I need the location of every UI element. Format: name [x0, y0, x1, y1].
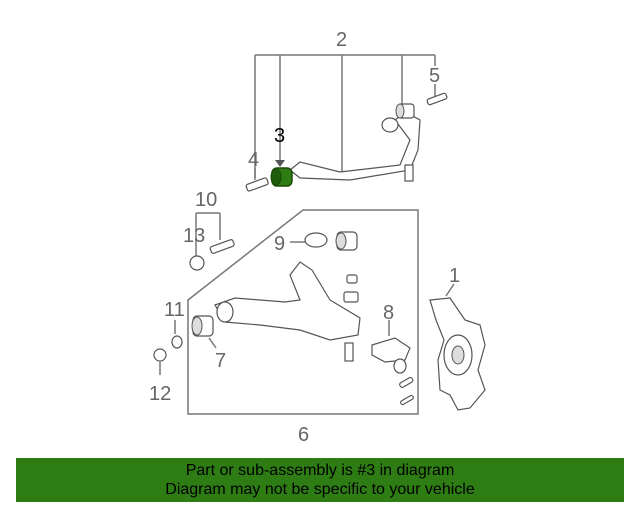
steering-knuckle-1 [429, 283, 486, 411]
callout-10-bracket [195, 212, 221, 248]
bolt-5 [426, 84, 448, 106]
callout-2: 2 [336, 29, 347, 51]
callout-3: 3 [274, 125, 285, 147]
banner-line-1: Part or sub-assembly is #3 in diagram [185, 462, 455, 479]
info-banner: Part or sub-assembly is #3 in diagram Di… [16, 458, 624, 502]
banner-line-2: Diagram may not be specific to your vehi… [165, 481, 475, 498]
callout-11: 11 [164, 299, 185, 321]
lower-control-arm [214, 261, 361, 362]
bolt-10 [209, 239, 235, 254]
callout-4: 4 [248, 149, 259, 171]
upper-arm-bushing [395, 103, 415, 119]
callout-8: 8 [383, 302, 394, 324]
upper-control-arm [289, 111, 421, 182]
bushing-3-highlighted [270, 150, 293, 187]
callout-5: 5 [429, 65, 440, 87]
bushing-9 [290, 231, 358, 251]
washer-11 [171, 320, 183, 349]
nut-13 [189, 248, 205, 271]
callout-12: 12 [149, 383, 171, 405]
nut-12 [153, 348, 167, 375]
callout-10: 10 [195, 189, 217, 211]
callout-9: 9 [274, 233, 285, 255]
callout-13: 13 [183, 225, 205, 247]
ball-joint-8 [371, 320, 414, 406]
callout-2-bracket [254, 54, 436, 180]
parts-diagram: 1 2 3 4 5 6 7 8 9 10 11 12 13 [149, 29, 486, 446]
callout-6: 6 [298, 424, 309, 446]
bushing-7 [191, 315, 217, 349]
lower-arm-assembly-box [187, 209, 419, 415]
callout-7: 7 [215, 350, 226, 372]
callout-1: 1 [449, 265, 460, 287]
bolt-4 [245, 168, 269, 192]
